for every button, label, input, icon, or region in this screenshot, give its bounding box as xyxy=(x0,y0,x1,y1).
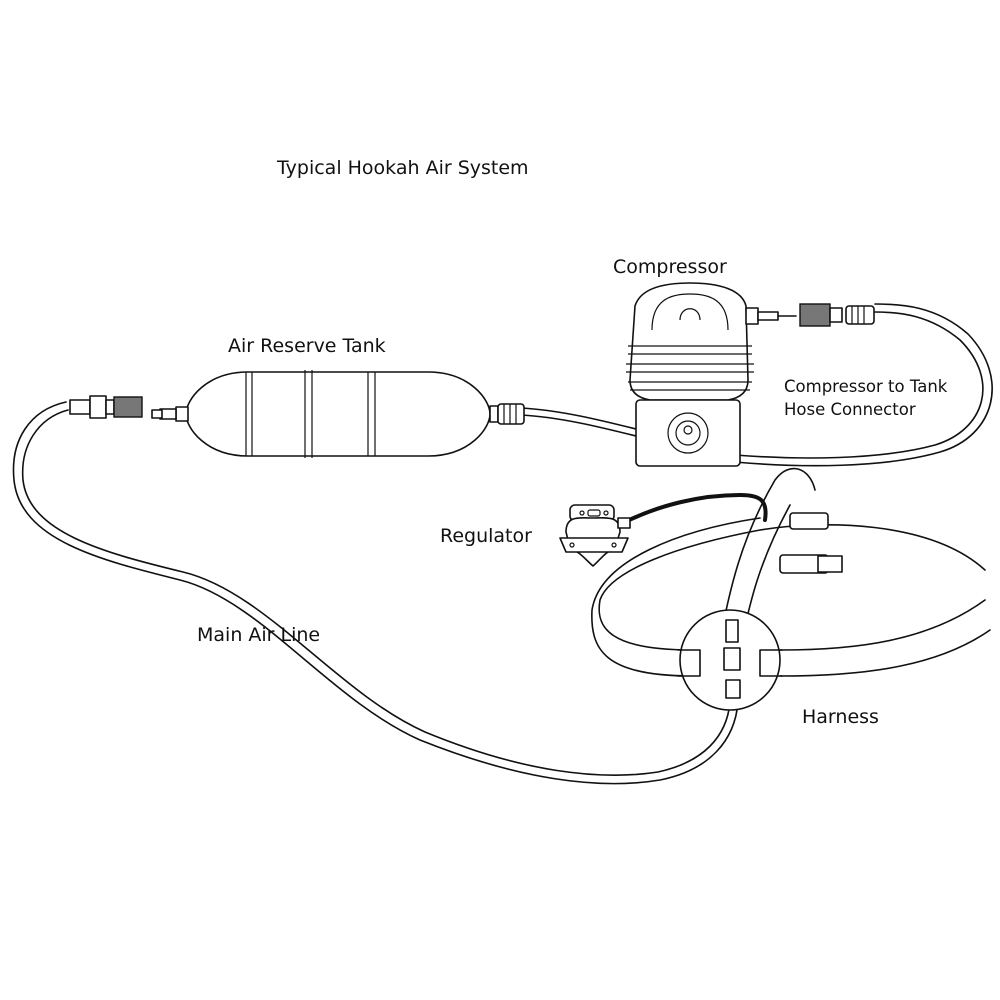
compressor-coupler xyxy=(799,303,831,327)
regulator-faceplate xyxy=(559,537,629,553)
harness-label: Harness xyxy=(802,706,879,728)
air-reserve-tank xyxy=(151,370,525,458)
compressor xyxy=(626,282,875,467)
tank-body xyxy=(185,371,491,457)
regulator-hose xyxy=(623,492,768,524)
compressor-base xyxy=(635,399,741,467)
tank-quick-connector xyxy=(69,395,143,419)
diagram-title: Typical Hookah Air System xyxy=(277,157,529,179)
hose-connector-label-line1: Compressor to Tank xyxy=(784,377,948,396)
regulator-label: Regulator xyxy=(440,525,532,547)
tank-label: Air Reserve Tank xyxy=(228,335,386,357)
hose-connector-label-line2: Hose Connector xyxy=(784,400,916,419)
coupler-knurled-sleeve xyxy=(113,396,143,418)
harness-fitting-3 xyxy=(725,679,741,699)
harness xyxy=(591,467,991,711)
compressor-head xyxy=(629,282,749,401)
compressor-to-tank-hose xyxy=(519,303,993,467)
compressor-label: Compressor xyxy=(613,256,727,278)
harness-fitting-1 xyxy=(725,619,739,643)
main-air-line-label: Main Air Line xyxy=(197,624,321,646)
harness-valve xyxy=(789,512,829,530)
main-air-line xyxy=(12,401,739,785)
harness-fitting-2 xyxy=(723,647,741,671)
regulator xyxy=(559,492,768,567)
